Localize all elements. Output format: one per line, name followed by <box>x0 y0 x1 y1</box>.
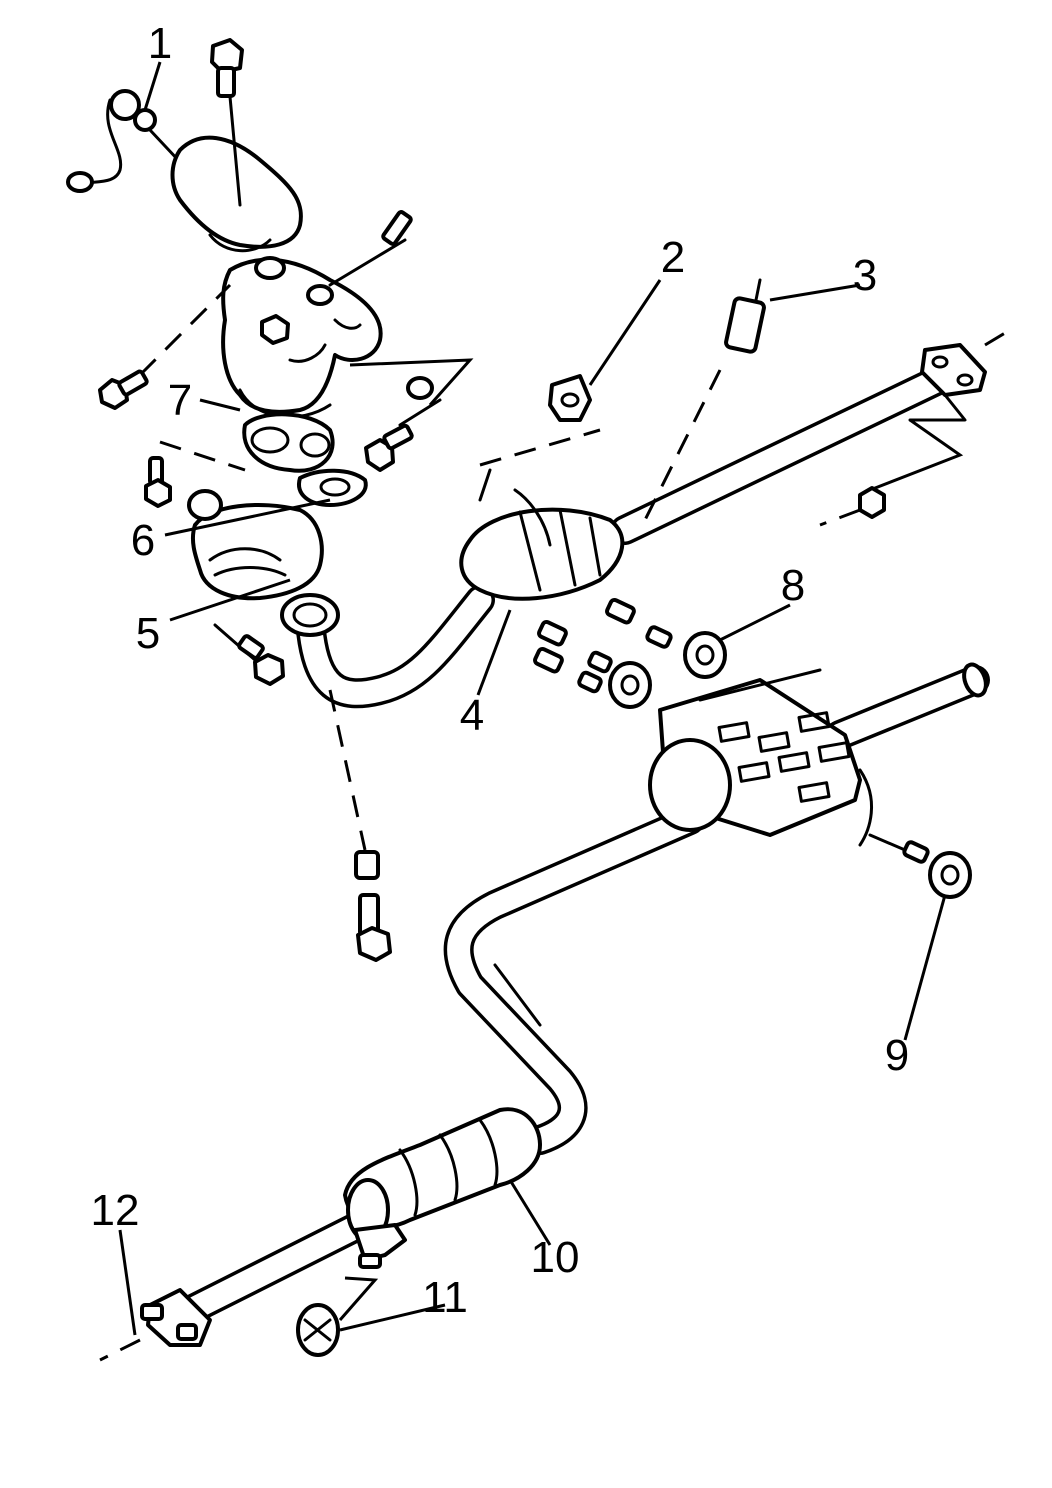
hanger-insulator-rear <box>533 619 652 709</box>
flange-bolt-lower <box>213 623 285 686</box>
callout-4: 4 <box>460 691 484 740</box>
manifold-stud-right <box>328 210 413 287</box>
downpipe-flange <box>280 593 340 637</box>
stud-bolt-top <box>210 38 244 207</box>
leader-9 <box>903 894 947 1041</box>
callout-2: 2 <box>661 233 685 282</box>
leader-6 <box>164 498 331 537</box>
leader-4 <box>476 609 512 696</box>
manifold-bolt-right <box>364 376 442 472</box>
leader-7 <box>199 398 241 412</box>
resonator-clamp <box>353 1223 407 1269</box>
rear-pipe <box>180 1210 375 1323</box>
leader-5 <box>169 578 291 622</box>
callout-10: 10 <box>531 1233 580 1282</box>
callout-12: 12 <box>91 1186 140 1235</box>
leader-2 <box>588 279 662 386</box>
callout-3: 3 <box>853 251 877 300</box>
exhaust-manifold <box>221 256 383 473</box>
clamp <box>479 374 601 467</box>
rear-pipe-flange <box>99 1288 212 1362</box>
front-pipe-upper <box>610 357 970 545</box>
callout-11: 11 <box>422 1273 468 1322</box>
callout-5: 5 <box>136 609 160 658</box>
hanger-insulator-front <box>605 597 727 679</box>
leader-1 <box>143 61 162 111</box>
callout-9: 9 <box>885 1031 909 1080</box>
catalytic-converter <box>459 468 625 601</box>
callout-1: 1 <box>148 19 172 68</box>
leader-11 <box>339 1303 446 1332</box>
tailpipe-section <box>443 805 705 1155</box>
leader-3 <box>769 283 861 302</box>
oxygen-sensor-lower <box>638 278 766 531</box>
manifold-gasket <box>144 440 368 508</box>
manifold-leader-lines <box>349 358 474 406</box>
upper-heat-shield <box>170 135 303 253</box>
downpipe-stud-assembly <box>328 689 392 962</box>
leader-10 <box>508 1179 552 1246</box>
muffler-outlet-pipe <box>825 662 990 750</box>
leader-12 <box>118 1229 137 1336</box>
muffler <box>648 668 874 847</box>
intermediate-pipe-flange <box>819 328 1011 527</box>
rear-insulator <box>296 1276 379 1357</box>
manifold-bolt-left <box>98 283 232 410</box>
callout-6: 6 <box>131 516 155 565</box>
rear-hanger-insulator <box>868 833 972 899</box>
callout-8: 8 <box>781 561 805 610</box>
resonator <box>343 1107 542 1242</box>
callout-7: 7 <box>168 376 192 425</box>
leader-8 <box>719 603 791 642</box>
down-pipe <box>295 585 495 709</box>
lower-heat-shield <box>187 489 324 601</box>
